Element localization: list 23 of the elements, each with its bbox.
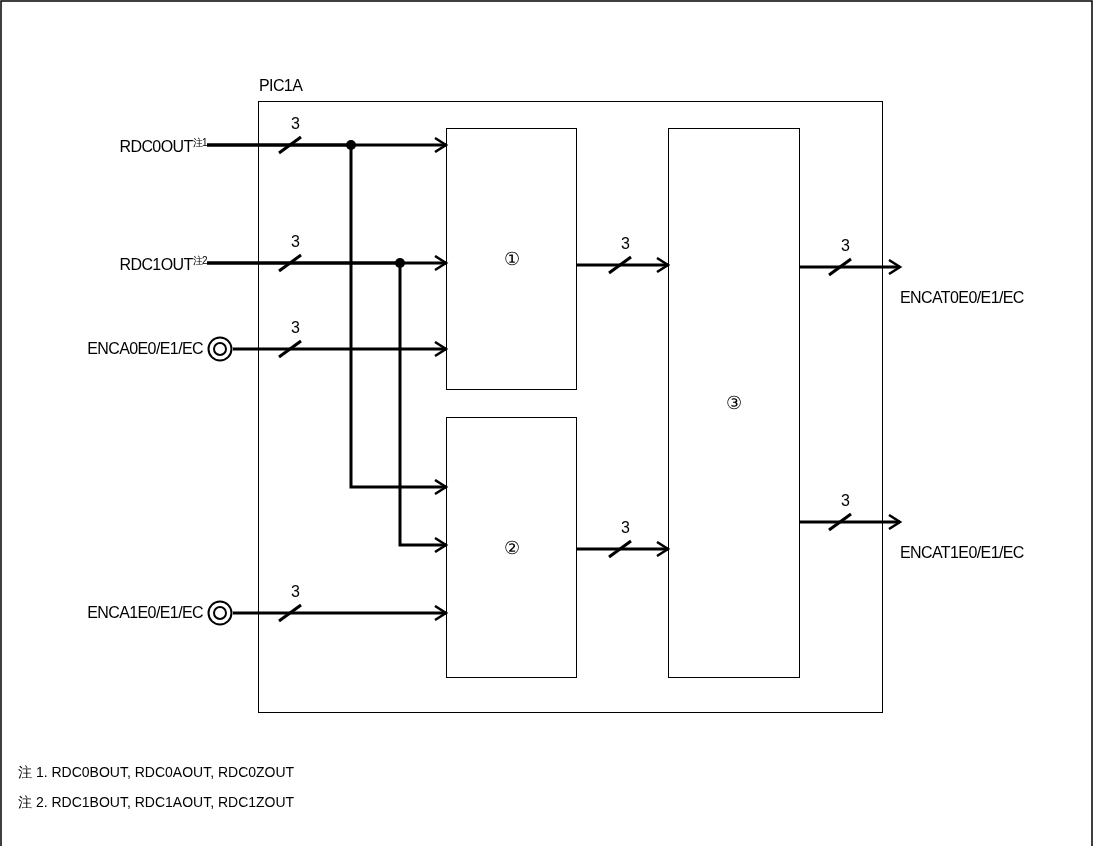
arrow bbox=[207, 143, 448, 496]
arrow bbox=[577, 256, 670, 274]
arrow bbox=[577, 540, 670, 558]
signal-label: RDC1OUT$^{注2}$ bbox=[119, 253, 207, 275]
signal-label: RDC0OUT$^{注1}$ bbox=[119, 135, 207, 157]
signal-label: ENCAT0E0/E1/EC bbox=[900, 289, 1024, 307]
function-block bbox=[446, 128, 577, 390]
arrow bbox=[207, 261, 448, 554]
function-block bbox=[446, 417, 577, 678]
pin-label: ENCA1E0/E1/EC bbox=[87, 604, 203, 622]
pin-label: ENCA0E0/E1/EC bbox=[87, 340, 203, 358]
block-number: ② bbox=[503, 536, 520, 559]
block-number: ③ bbox=[726, 392, 742, 414]
block-title: PIC1A bbox=[259, 77, 303, 95]
footnote: 注 1. RDC0BOUT, RDC0AOUT, RDC0ZOUT bbox=[18, 764, 295, 782]
block-number: ① bbox=[503, 248, 520, 270]
arrow bbox=[233, 340, 448, 358]
footnote: 注 2. RDC1BOUT, RDC1AOUT, RDC1ZOUT bbox=[18, 794, 295, 812]
arrow bbox=[800, 258, 902, 276]
function-block bbox=[668, 128, 800, 678]
arrow bbox=[233, 604, 448, 622]
signal-label: ENCAT1E0/E1/EC bbox=[900, 544, 1024, 562]
arrow bbox=[800, 513, 902, 531]
